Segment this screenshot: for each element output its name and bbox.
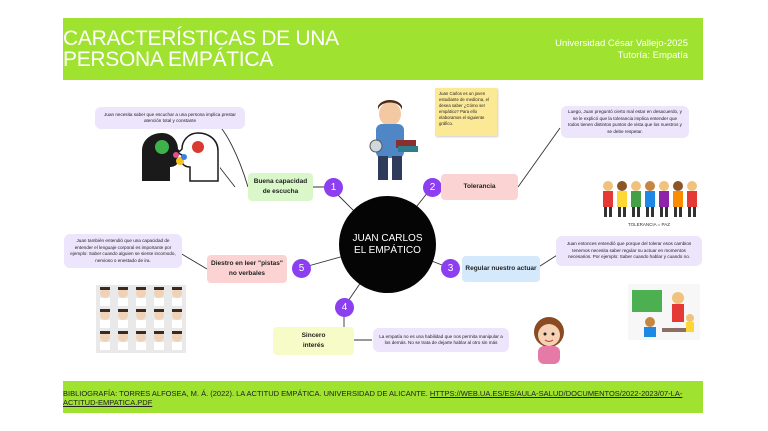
branch-number-1: 1: [324, 178, 343, 197]
bibliography: BIBLIOGRAFÍA: TORRES ALFOSEA, M. Á. (202…: [63, 389, 693, 407]
note-tolerancia: Luego, Juan preguntó cierto mal estar en…: [561, 106, 689, 138]
girl-illustration: [534, 317, 564, 364]
branch-number-4: 4: [335, 298, 354, 317]
tutoria-label: Tutoría: Empatía: [617, 50, 688, 61]
branch-number-2: 2: [423, 178, 442, 197]
university-label: Universidad César Vallejo-2025: [555, 38, 688, 49]
bibliography-link[interactable]: HTTPS://WEB.UA.ES/ES/AULA-SALUD/DOCUMENT…: [63, 389, 683, 407]
header-banner: [63, 18, 703, 80]
branch-number-5: 5: [292, 259, 311, 278]
children-illustration: [603, 181, 697, 217]
branch-box-tolerancia: Tolerancia: [441, 174, 518, 200]
center-node: JUAN CARLOS EL EMPÁTICO: [339, 196, 436, 293]
branch-box-regular: Regular nuestro actuar: [462, 256, 540, 282]
page-title: CARACTERÍSTICAS DE UNA PERSONA EMPÁTICA: [63, 27, 339, 71]
classroom-illustration: [628, 284, 700, 340]
branch-box-sincero: Sincero interés: [273, 327, 354, 355]
sticky-note: Juan Carlos es un joven estudiante de me…: [435, 88, 497, 136]
children-caption: TOLERANCIA = PAZ: [628, 222, 670, 227]
note-sincero: La empatía no es una habilidad que nos p…: [373, 328, 509, 352]
listening-heads-illustration: [140, 131, 220, 183]
bibliography-text: BIBLIOGRAFÍA: TORRES ALFOSEA, M. Á. (202…: [63, 389, 430, 398]
note-regular: Juan entonces entendió que porque del to…: [556, 236, 702, 266]
note-escucha: Juan necesita saber que escuchar a una p…: [95, 107, 245, 129]
branch-box-pistas: Diestro en leer "pistas" no verbales: [207, 255, 287, 283]
branch-number-3: 3: [441, 259, 460, 278]
student-illustration: [369, 100, 418, 180]
footer-banner: [63, 381, 703, 413]
note-pistas: Juan también entendió que una capacidad …: [64, 234, 182, 268]
faces-grid-illustration: [96, 285, 186, 353]
branch-box-escucha: Buena capacidad de escucha: [248, 173, 313, 201]
